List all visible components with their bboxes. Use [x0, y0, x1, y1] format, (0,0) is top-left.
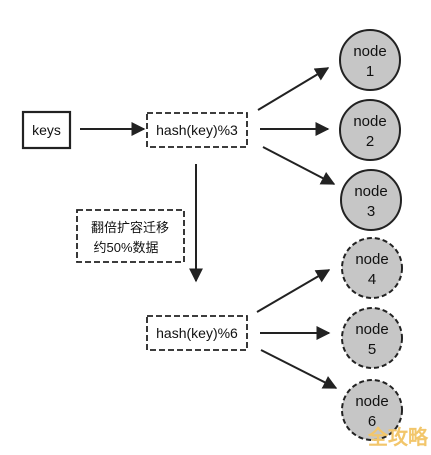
node-5: node 5 [341, 307, 403, 369]
resize-note-line1: 翻倍扩容迁移 [91, 220, 169, 235]
hash-mod6-label: hash(key)%6 [156, 325, 238, 341]
hash-mod6-box: hash(key)%6 [146, 315, 248, 351]
node-6: node 6 [341, 379, 403, 441]
arrow-to-node-6 [260, 349, 338, 389]
node-3-word: node [354, 183, 387, 200]
watermark: 全攻略 [367, 425, 429, 449]
node-2-word: node [353, 113, 386, 130]
node-6-word: node [355, 393, 388, 410]
node-4-number: 4 [368, 271, 376, 288]
node-1: node 1 [339, 29, 401, 91]
node-4-word: node [355, 251, 388, 268]
node-5-word: node [355, 321, 388, 338]
resize-note-line2: 约50%数据 [93, 240, 158, 255]
node-1-word: node [353, 43, 386, 60]
node-6-number: 6 [368, 413, 376, 430]
keys-label: keys [32, 122, 61, 138]
node-2: node 2 [339, 99, 401, 161]
node-2-number: 2 [366, 133, 374, 150]
arrow-to-node-3 [262, 146, 336, 185]
arrow-to-node-1 [257, 67, 330, 111]
node-5-number: 5 [368, 341, 376, 358]
hash-mod3-box: hash(key)%3 [146, 112, 248, 148]
node-4: node 4 [341, 237, 403, 299]
node-1-number: 1 [366, 63, 374, 80]
node-3-number: 3 [367, 203, 375, 220]
arrow-to-node-4 [256, 269, 331, 313]
hash-mod3-label: hash(key)%3 [156, 122, 238, 138]
resize-note-box: 翻倍扩容迁移 约50%数据 [76, 209, 185, 263]
node-3: node 3 [340, 169, 402, 231]
keys-box: keys [21, 110, 72, 150]
